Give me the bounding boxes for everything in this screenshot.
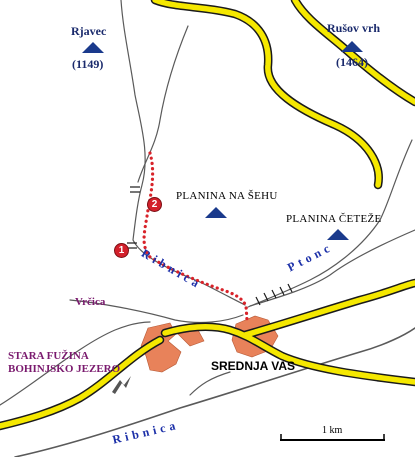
stream-right [247, 139, 413, 308]
village-srednja-vas: SREDNJA VAS [211, 359, 296, 373]
direction-arrow [112, 376, 131, 394]
road-main-north [152, 0, 382, 188]
peak-rusov-name: Rušov vrh [327, 21, 381, 35]
river-ribnica-lower [14, 327, 415, 457]
place-vrcica: Vrčica [75, 296, 106, 308]
roads [0, 0, 415, 431]
peak-rjavec-name: Rjavec [71, 24, 107, 38]
place-stara-fuzina: STARA FUŽINA [8, 350, 89, 362]
scale-bar-label: 1 km [322, 425, 343, 436]
stream-ptonc [249, 229, 415, 307]
route-marker-1[interactable]: 1 [115, 244, 128, 257]
planina-cetez-symbol [327, 229, 349, 240]
road-east-up [242, 280, 415, 338]
scale-bar [280, 434, 385, 441]
bridge-ticks [127, 186, 293, 306]
road-village [162, 324, 415, 385]
peak-symbols [82, 41, 363, 240]
hiking-route [142, 151, 249, 322]
place-bohinjsko-jezero: BOHINJSKO JEZERO [8, 363, 121, 375]
peak-rusov-elevation: (1464) [336, 55, 368, 69]
stream-lower-middle [189, 371, 231, 396]
stream-lower-left [0, 321, 151, 406]
road-north-ne [292, 0, 415, 105]
route-marker-2[interactable]: 2 [148, 198, 161, 211]
planina-sehu-symbol [205, 207, 227, 218]
peak-rjavec-symbol [82, 42, 104, 53]
peak-rusov-symbol [341, 41, 363, 52]
road-west [0, 337, 163, 429]
peak-rjavec-elevation: (1149) [72, 57, 104, 71]
place-planina-cetez: PLANINA ČETEŽE [286, 213, 382, 225]
stream-vrcica [69, 299, 244, 324]
place-planina-na-sehu: PLANINA NA ŠEHU [176, 190, 278, 202]
stream-left-upper [120, 0, 246, 306]
stream-top-branch [137, 25, 189, 183]
